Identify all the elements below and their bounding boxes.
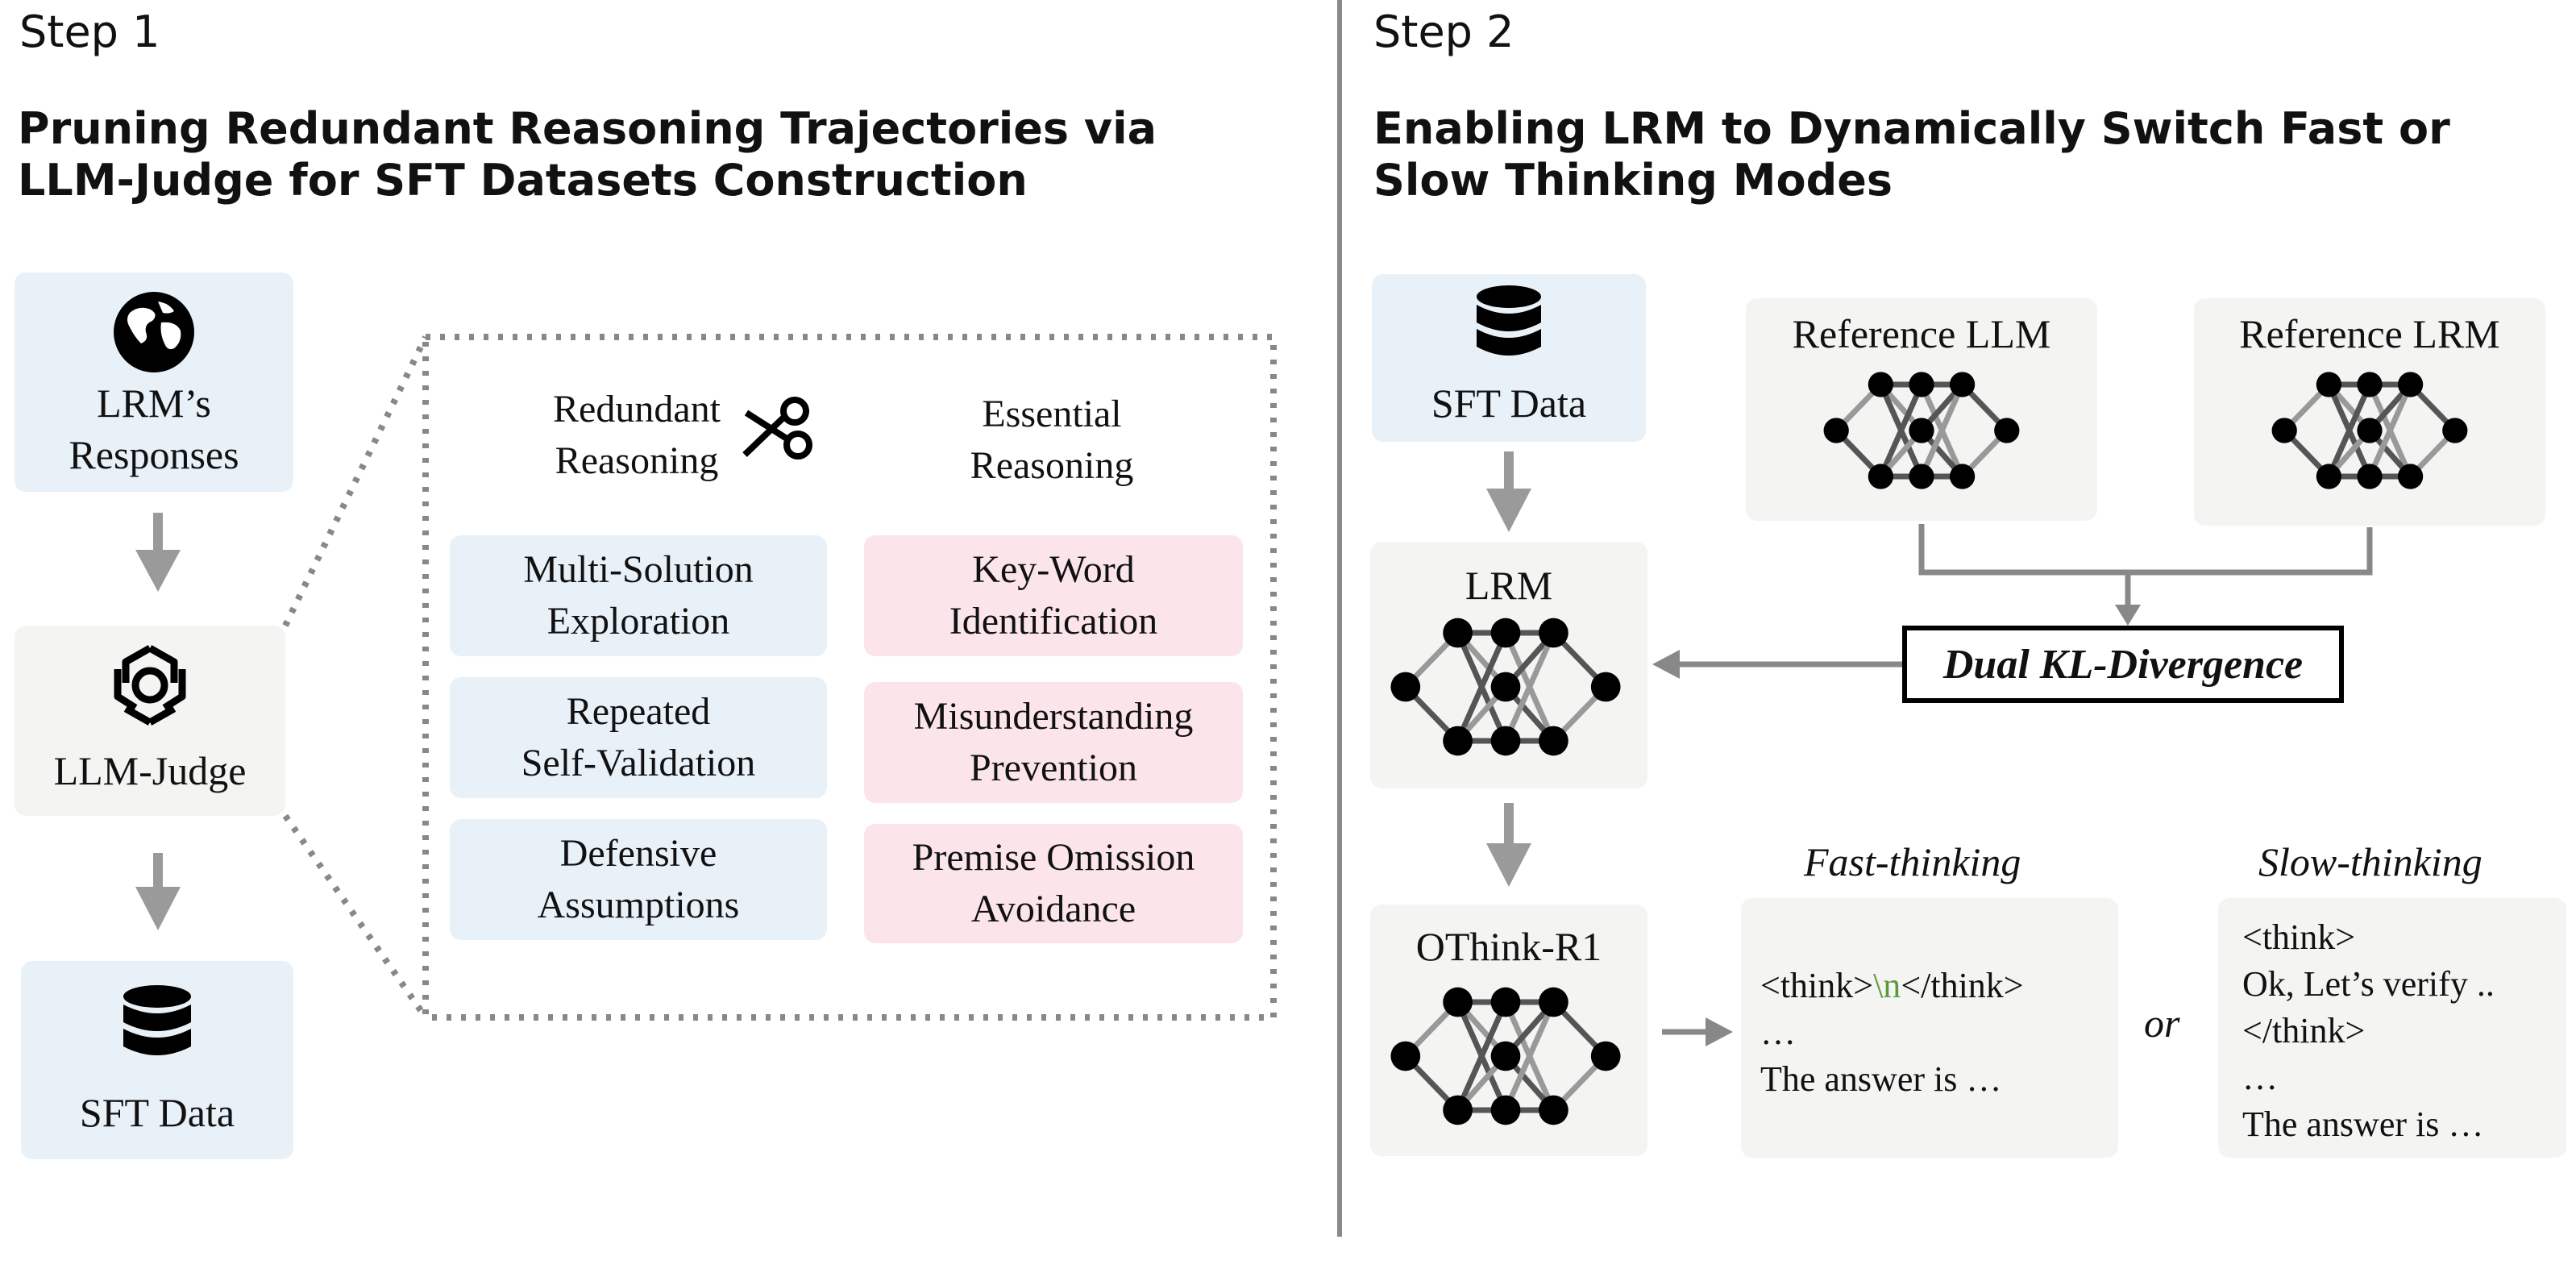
lrm-responses-label: LRM’s Responses [69, 381, 239, 477]
network-node [1994, 418, 2020, 443]
slow-thinking-box: <think> Ok, Let’s verify .. </think> … T… [2218, 898, 2566, 1158]
neural-network-icon [2271, 372, 2468, 489]
network-edge [1918, 383, 1965, 478]
network-node [1390, 1041, 1421, 1071]
network-edge [1502, 631, 1556, 742]
network-edge [1455, 1000, 1509, 1112]
network-node [1490, 726, 1521, 756]
essential-item-2: Misunderstanding Prevention [864, 682, 1243, 803]
network-edge [1878, 383, 1925, 478]
network-node [2316, 464, 2342, 489]
network-node [1443, 987, 1473, 1017]
network-node [1590, 1041, 1621, 1071]
network-node [1909, 418, 1934, 443]
slow-line-2: Ok, Let’s verify .. [2242, 964, 2495, 1004]
othink-label: OThink-R1 [1415, 924, 1602, 969]
network-node [1539, 1095, 1568, 1125]
neural-network-icon [1823, 372, 2020, 489]
sft-data-label-step2: SFT Data [1431, 381, 1587, 426]
network-node [2357, 464, 2383, 489]
lrm-label: LRM [1465, 563, 1553, 608]
redundant-item-1: Multi-Solution Exploration [450, 535, 827, 656]
essential-item-3: Premise Omission Avoidance [864, 824, 1243, 943]
reference-llm-box: Reference LLM [1746, 298, 2097, 521]
network-node [1490, 987, 1521, 1017]
essential-reasoning-header: Essential Reasoning [970, 393, 1134, 487]
fast-line-3: The answer is … [1760, 1059, 2002, 1099]
slow-line-3: </think> [2242, 1011, 2366, 1050]
fast-thinking-box: <think>\n</think> … The answer is … [1741, 898, 2118, 1158]
network-edge [1502, 1000, 1556, 1112]
network-node [1490, 1095, 1521, 1125]
database-icon [1477, 285, 1541, 356]
neural-network-icon [1390, 987, 1621, 1125]
dual-kl-box: Dual KL-Divergence [1902, 626, 2344, 703]
redundant-reasoning-header: Redundant Reasoning [553, 388, 721, 482]
network-node [1539, 618, 1568, 648]
network-node [2357, 418, 2383, 443]
network-edge [2366, 383, 2413, 478]
redundant-item-3: Defensive Assumptions [450, 819, 827, 940]
database-icon [123, 985, 191, 1055]
fast-line-2: … [1760, 1013, 1796, 1052]
globe-icon [114, 292, 194, 372]
network-node [1443, 1095, 1473, 1125]
slow-line-5: The answer is … [2242, 1104, 2484, 1144]
essential-item-1: Key-Word Identification [864, 535, 1243, 656]
network-node [1823, 418, 1849, 443]
network-node [1490, 1041, 1521, 1071]
network-node [2397, 372, 2424, 397]
network-node [1490, 618, 1521, 648]
slow-line-1: <think> [2242, 917, 2356, 957]
reference-llm-label: Reference LLM [1792, 311, 2051, 356]
network-edge [2326, 383, 2373, 478]
network-node [2397, 464, 2424, 489]
fast-think-newline: \n [1873, 966, 1901, 1005]
network-node [1590, 672, 1621, 702]
network-node [1490, 672, 1521, 702]
fast-think-close: </think> [1901, 966, 2024, 1005]
step1-label: Step 1 [19, 6, 160, 57]
step2-label: Step 2 [1373, 6, 1514, 57]
network-node [1443, 726, 1473, 756]
network-node [1909, 372, 1934, 397]
network-node [1539, 726, 1568, 756]
network-node [1443, 618, 1473, 648]
network-node [1868, 464, 1894, 489]
neural-network-icon [1390, 618, 1621, 756]
network-node [1949, 464, 1976, 489]
network-node [1949, 372, 1976, 397]
dual-kl-label: Dual KL-Divergence [1942, 641, 2304, 688]
sft-data-box-step2: SFT Data [1372, 274, 1646, 442]
reference-lrm-label: Reference LRM [2239, 311, 2500, 356]
network-node [2357, 372, 2383, 397]
network-node [1868, 372, 1894, 397]
fast-thinking-label: Fast-thinking [1804, 839, 2021, 884]
openai-logo-icon [114, 645, 186, 726]
sft-data-box-step1: SFT Data [21, 961, 293, 1159]
step2-title: Enabling LRM to Dynamically Switch Fast … [1373, 103, 2450, 206]
network-node [1390, 672, 1421, 702]
step1-title: Pruning Redundant Reasoning Trajectories… [18, 103, 1157, 206]
network-edge [1455, 631, 1509, 742]
fast-think-open: <think> [1760, 966, 1874, 1005]
sft-data-label-step1: SFT Data [79, 1090, 235, 1135]
network-node [1909, 464, 1934, 489]
network-node [2442, 418, 2468, 443]
redundant-item-2: Repeated Self-Validation [450, 677, 827, 798]
slow-line-4: … [2242, 1058, 2278, 1097]
network-node [2316, 372, 2342, 397]
llm-judge-label: LLM-Judge [53, 748, 247, 793]
network-node [2271, 418, 2297, 443]
llm-judge-box: LLM-Judge [15, 626, 285, 816]
step-divider [1337, 0, 1342, 1237]
lrm-responses-box: LRM’s Responses [15, 272, 293, 492]
or-label: or [2144, 1000, 2180, 1046]
slow-thinking-label: Slow-thinking [2258, 839, 2483, 884]
network-node [1539, 987, 1568, 1017]
fast-think-line: <think>\n</think> [1760, 963, 2024, 1009]
